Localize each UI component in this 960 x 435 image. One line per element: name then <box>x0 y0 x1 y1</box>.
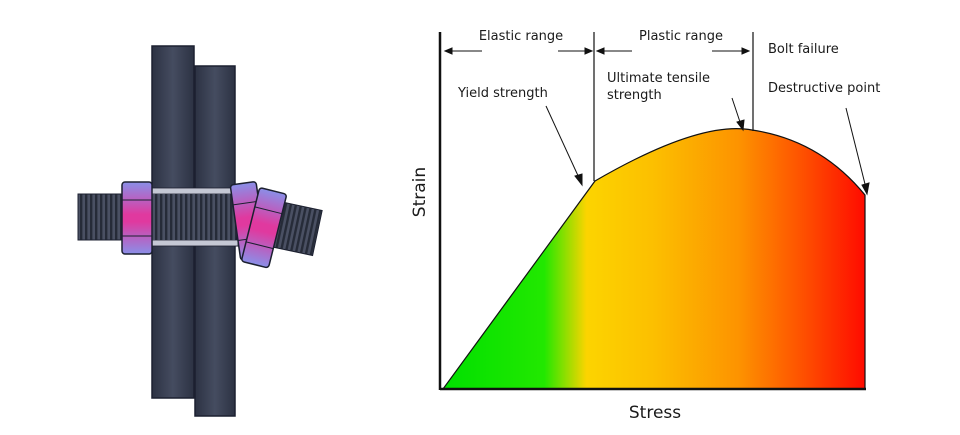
stress-strain-chart: Elastic range Plastic range Bolt failure… <box>410 29 880 423</box>
plastic-range-label: Plastic range <box>639 29 723 44</box>
ultimate-tensile-label-line2: strength <box>607 88 662 103</box>
bolt-thread-left <box>77 193 127 241</box>
yield-strength-pointer <box>545 105 583 187</box>
yield-strength-label: Yield strength <box>457 86 548 101</box>
bolt-failure-label: Bolt failure <box>768 42 839 57</box>
plastic-range-arrow <box>595 47 751 55</box>
y-axis-label: Strain <box>410 167 430 217</box>
destructive-point-label: Destructive point <box>768 81 880 96</box>
bolt-joint-illustration <box>77 45 323 417</box>
destructive-point-pointer <box>845 107 870 196</box>
x-axis-label: Stress <box>629 403 681 423</box>
ultimate-strength-pointer <box>731 97 745 132</box>
stress-strain-curve-area <box>441 127 866 390</box>
bolt-nut-right-outer <box>241 187 287 269</box>
elastic-range-arrow <box>443 47 594 55</box>
bolt-nut-left <box>121 181 153 255</box>
ultimate-tensile-label-line1: Ultimate tensile <box>607 71 710 86</box>
elastic-range-label: Elastic range <box>479 29 563 44</box>
